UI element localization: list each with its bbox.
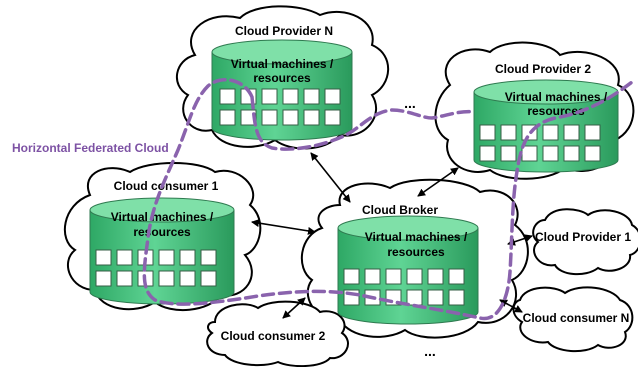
vm-box bbox=[95, 249, 112, 266]
cloud-consumer-n bbox=[512, 286, 634, 353]
vm-box bbox=[542, 145, 559, 162]
vm-box bbox=[406, 268, 423, 285]
label-cloud-broker: Cloud Broker bbox=[362, 203, 438, 217]
cylinder-label-broker-line1: Virtual machines / bbox=[365, 230, 468, 244]
vm-box bbox=[500, 145, 517, 162]
cloud-consumer-2 bbox=[206, 300, 349, 367]
cloud-provider-1 bbox=[532, 208, 638, 276]
vm-box bbox=[95, 270, 112, 287]
vm-box bbox=[479, 124, 496, 141]
label-cloud-consumer-n: Cloud consumer N bbox=[523, 311, 630, 325]
arrow-provider-2-broker bbox=[417, 167, 459, 197]
vm-box bbox=[219, 109, 236, 126]
vm-box bbox=[324, 88, 341, 105]
vm-box bbox=[385, 268, 402, 285]
federation-boundary bbox=[142, 77, 634, 321]
vm-box bbox=[324, 109, 341, 126]
vm-box bbox=[406, 289, 423, 306]
vm-box bbox=[179, 249, 196, 266]
label-cloud-consumer-2: Cloud consumer 2 bbox=[221, 329, 326, 343]
vm-box bbox=[303, 109, 320, 126]
label-cloud-provider-2: Cloud Provider 2 bbox=[495, 62, 591, 76]
ellipsis-bottom: ... bbox=[424, 343, 436, 359]
cylinder-label-consumer-1-line2: resources bbox=[133, 225, 191, 239]
arrow-consumer-1-broker bbox=[251, 219, 316, 235]
vm-box bbox=[521, 145, 538, 162]
vm-box bbox=[448, 268, 465, 285]
vm-box bbox=[219, 88, 236, 105]
cylinder-label-broker-line2: resources bbox=[387, 245, 445, 259]
label-cloud-consumer-1: Cloud consumer 1 bbox=[114, 179, 219, 193]
cylinder-label-provider-n-line1: Virtual machines / bbox=[231, 57, 334, 71]
cylinder-label-consumer-1-line1: Virtual machines / bbox=[111, 210, 214, 224]
vm-box bbox=[364, 268, 381, 285]
arrow-broker-consumer-2 bbox=[282, 297, 306, 319]
vm-box bbox=[282, 109, 299, 126]
vm-box bbox=[116, 270, 133, 287]
vm-box bbox=[282, 88, 299, 105]
ellipsis-top: ... bbox=[404, 95, 416, 111]
vm-box bbox=[343, 268, 360, 285]
vm-box bbox=[427, 268, 444, 285]
vm-box bbox=[563, 145, 580, 162]
arrow-broker-consumer-n bbox=[499, 299, 523, 313]
vm-box bbox=[200, 270, 217, 287]
vm-box bbox=[158, 270, 175, 287]
vm-box bbox=[303, 88, 320, 105]
label-cloud-provider-n: Cloud Provider N bbox=[235, 24, 333, 38]
vm-box bbox=[261, 109, 278, 126]
vm-box bbox=[448, 289, 465, 306]
label-cloud-provider-1: Cloud Provider 1 bbox=[535, 230, 631, 244]
vm-box bbox=[116, 249, 133, 266]
vm-box bbox=[427, 289, 444, 306]
vm-box bbox=[563, 124, 580, 141]
cylinder-label-provider-n-line2: resources bbox=[253, 71, 311, 85]
vm-box bbox=[542, 124, 559, 141]
vm-box bbox=[584, 124, 601, 141]
vm-box bbox=[500, 124, 517, 141]
vm-box bbox=[479, 145, 496, 162]
vm-box bbox=[158, 249, 175, 266]
cylinder-label-provider-2-line1: Virtual machines / bbox=[505, 90, 608, 104]
vm-box bbox=[261, 88, 278, 105]
vm-box bbox=[584, 145, 601, 162]
vm-box bbox=[200, 249, 217, 266]
vm-box bbox=[179, 270, 196, 287]
horizontal-federated-cloud-label: Horizontal Federated Cloud bbox=[12, 141, 169, 155]
arrow-provider-n-broker bbox=[310, 152, 351, 203]
